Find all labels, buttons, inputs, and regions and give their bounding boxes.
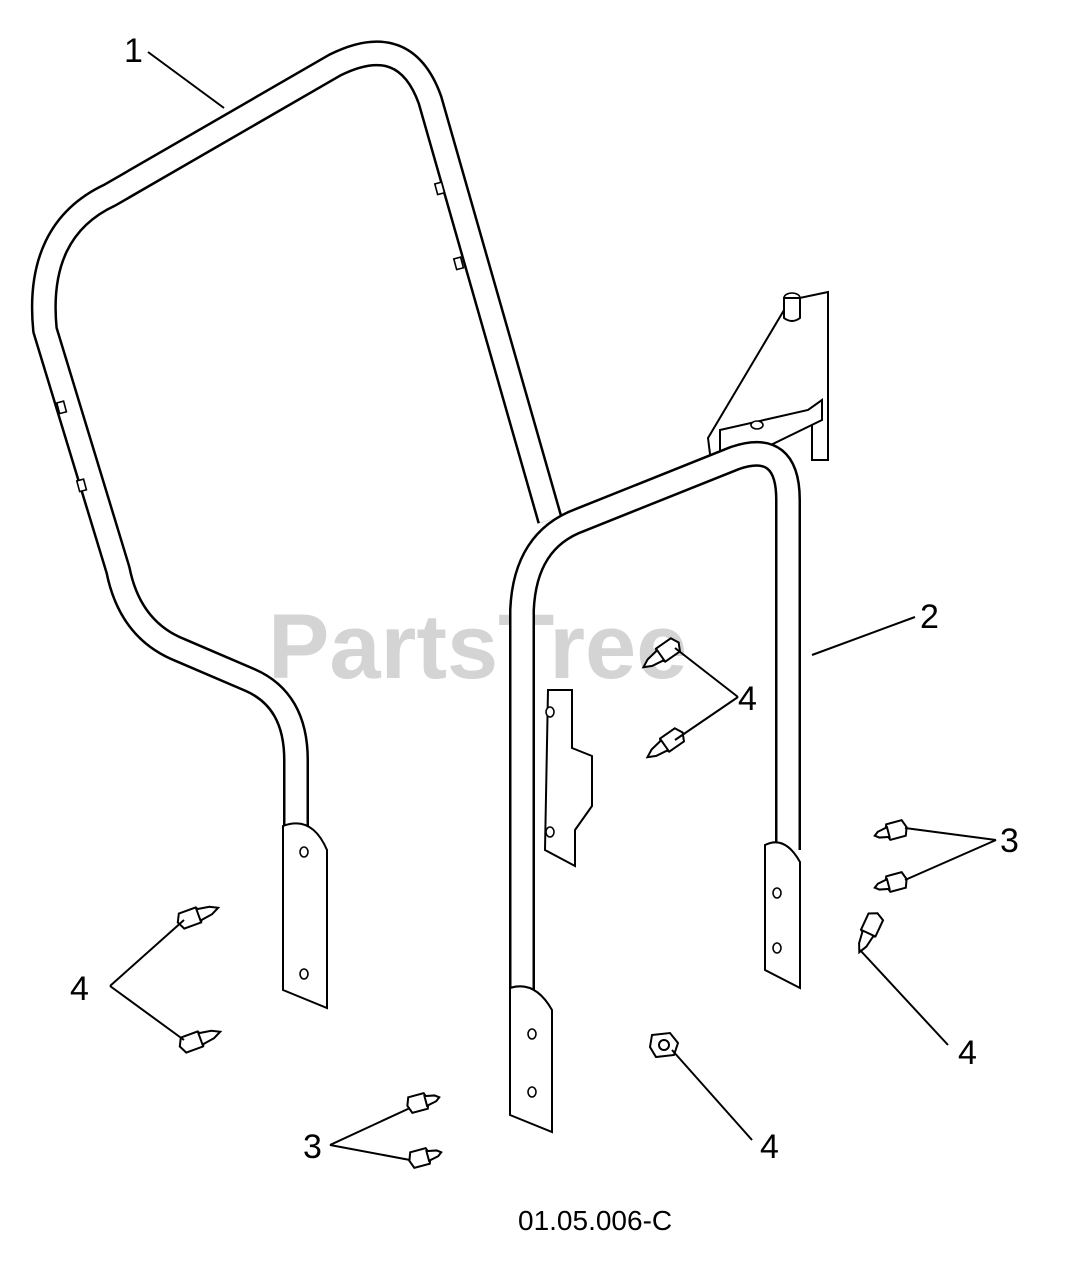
callout-3-right: 3	[1000, 822, 1019, 860]
watermark-text: PartsTree	[268, 596, 687, 698]
fastener-screw	[406, 1092, 441, 1114]
leader-lines	[109, 51, 997, 1161]
fastener-bolt	[645, 727, 686, 759]
callout-4-left: 4	[70, 970, 89, 1008]
fastener-screw	[408, 1147, 443, 1169]
fastener-bolt	[176, 905, 221, 930]
fastener-bolt	[178, 1029, 223, 1054]
callout-4-bottom-mid: 4	[760, 1128, 779, 1166]
part-2-handle-frame	[509, 290, 829, 1134]
callout-4-right: 4	[958, 1034, 977, 1072]
fastener-nut	[648, 1031, 680, 1059]
fastener-bolt	[858, 912, 885, 955]
callout-1: 1	[124, 32, 143, 70]
part-1-handle-frame	[30, 40, 563, 1010]
callout-3-bottom: 3	[303, 1128, 322, 1166]
figure-id: 01.05.006-C	[518, 1205, 672, 1236]
callout-2: 2	[920, 598, 939, 636]
fastener-screw	[873, 871, 908, 893]
callout-4-upper-mid: 4	[738, 680, 757, 718]
fastener-screw	[873, 819, 908, 841]
